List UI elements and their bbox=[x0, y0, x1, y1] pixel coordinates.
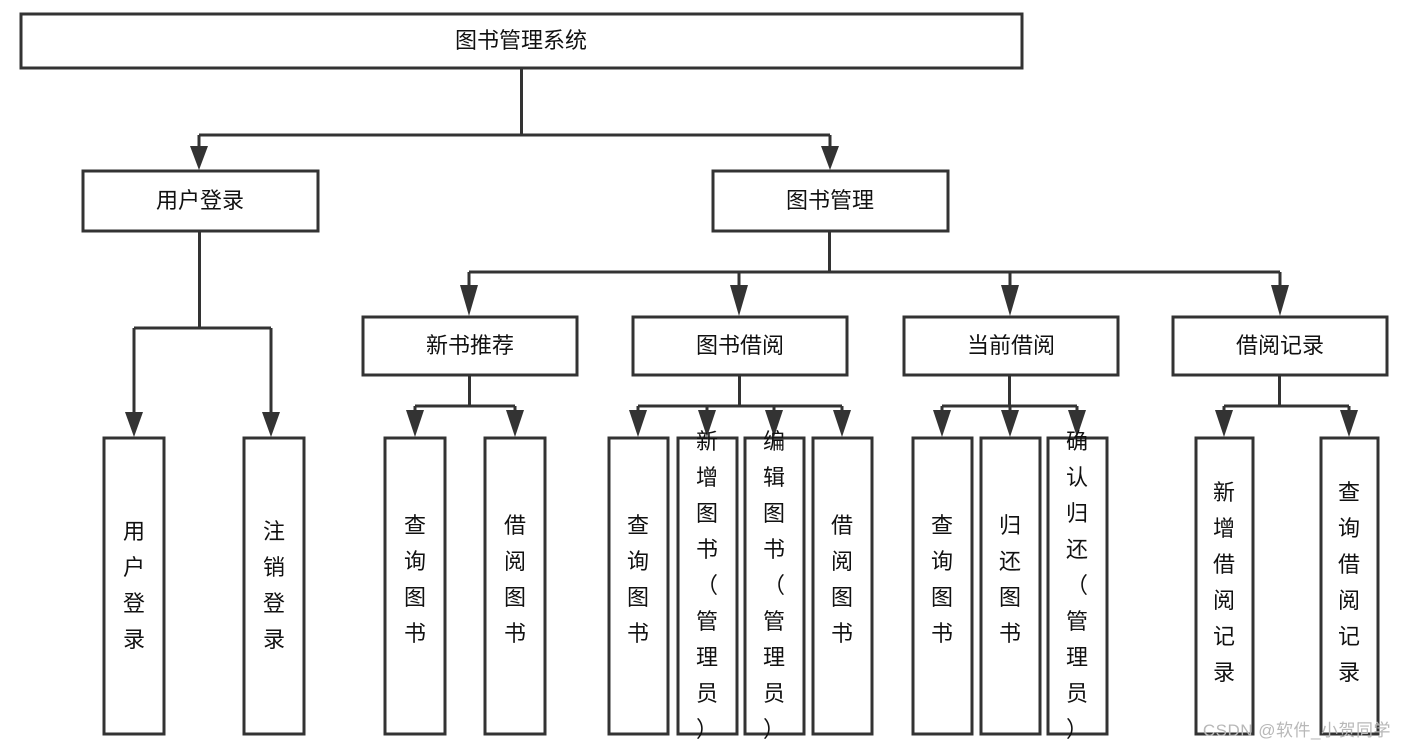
node-root[interactable]: 图书管理系统 bbox=[19, 12, 1024, 70]
node-leaf-rec-borrow[interactable]: 借阅图书 bbox=[483, 436, 547, 736]
arrow-to-leaf-borrow-edit bbox=[765, 410, 783, 437]
arrow-to-leaf-rec-query bbox=[406, 410, 424, 437]
node-leaf-user-login-box[interactable] bbox=[102, 436, 166, 736]
node-leaf-borrow-query[interactable]: 查询图书 bbox=[607, 436, 670, 736]
node-leaf-current-query-box[interactable] bbox=[911, 436, 974, 736]
arrow-to-leaf-rec-borrow bbox=[506, 410, 524, 437]
node-leaf-record-query-label: 查询借阅记录 bbox=[1338, 480, 1360, 685]
node-leaf-current-return[interactable]: 归还图书 bbox=[979, 436, 1042, 736]
node-leaf-rec-query-label: 查询图书 bbox=[404, 513, 426, 646]
arrow-to-leaf-current-query bbox=[933, 410, 951, 437]
node-leaf-user-logout[interactable]: 注销登录 bbox=[242, 436, 306, 736]
node-leaf-current-return-label: 归还图书 bbox=[999, 513, 1021, 646]
node-leaf-current-confirm-box[interactable] bbox=[1046, 436, 1109, 736]
node-borrow-record[interactable]: 借阅记录 bbox=[1171, 315, 1389, 377]
node-leaf-record-add-box[interactable] bbox=[1194, 436, 1255, 736]
node-leaf-borrow-lend-box[interactable] bbox=[811, 436, 874, 736]
node-leaf-record-add-label: 新增借阅记录 bbox=[1213, 480, 1235, 685]
node-new-book-rec[interactable]: 新书推荐 bbox=[361, 315, 579, 377]
node-borrow-record-box[interactable] bbox=[1171, 315, 1389, 377]
node-book-borrow[interactable]: 图书借阅 bbox=[631, 315, 849, 377]
node-current-borrow[interactable]: 当前借阅 bbox=[902, 315, 1120, 377]
arrow-to-leaf-record-add bbox=[1215, 410, 1233, 437]
node-leaf-borrow-add-box[interactable] bbox=[676, 436, 739, 736]
node-leaf-current-query[interactable]: 查询图书 bbox=[911, 436, 974, 736]
arrow-root-to-user-login bbox=[190, 146, 208, 170]
node-leaf-borrow-query-label: 查询图书 bbox=[627, 513, 649, 646]
node-leaf-user-login[interactable]: 用户登录 bbox=[102, 436, 166, 736]
node-leaf-user-logout-label: 注销登录 bbox=[263, 519, 285, 652]
node-leaf-rec-borrow-label: 借阅图书 bbox=[504, 513, 526, 646]
arrow-to-borrow-record bbox=[1271, 285, 1289, 316]
node-book-manage[interactable]: 图书管理 bbox=[711, 169, 950, 233]
arrow-to-leaf-record-query bbox=[1340, 410, 1358, 437]
arrow-to-leaf-borrow-add bbox=[698, 410, 716, 437]
node-leaf-borrow-add-label: 新增图书（管理员） bbox=[696, 429, 718, 742]
node-leaf-borrow-add[interactable]: 新增图书（管理员） bbox=[676, 429, 739, 742]
node-user-login-box[interactable] bbox=[81, 169, 320, 233]
node-root-label: 图书管理系统 bbox=[455, 28, 587, 53]
node-user-login-label: 用户登录 bbox=[156, 188, 244, 213]
node-leaf-record-query[interactable]: 查询借阅记录 bbox=[1319, 436, 1380, 736]
arrow-to-current-borrow bbox=[1001, 285, 1019, 316]
node-leaf-borrow-lend[interactable]: 借阅图书 bbox=[811, 436, 874, 736]
node-leaf-rec-query-box[interactable] bbox=[383, 436, 447, 736]
node-user-login[interactable]: 用户登录 bbox=[81, 169, 320, 233]
arrow-to-leaf-user-logout bbox=[262, 412, 280, 437]
node-book-borrow-box[interactable] bbox=[631, 315, 849, 377]
node-book-manage-box[interactable] bbox=[711, 169, 950, 233]
arrow-to-leaf-user-login bbox=[125, 412, 143, 437]
node-current-borrow-box[interactable] bbox=[902, 315, 1120, 377]
arrow-to-book-borrow bbox=[730, 285, 748, 316]
node-leaf-borrow-edit[interactable]: 编辑图书（管理员） bbox=[743, 429, 806, 742]
node-leaf-record-query-box[interactable] bbox=[1319, 436, 1380, 736]
node-leaf-user-logout-box[interactable] bbox=[242, 436, 306, 736]
node-leaf-borrow-edit-label: 编辑图书（管理员） bbox=[763, 429, 785, 742]
node-leaf-borrow-edit-box[interactable] bbox=[743, 436, 806, 736]
connector-layer bbox=[125, 68, 1358, 437]
arrow-to-leaf-current-confirm bbox=[1068, 410, 1086, 437]
arrow-to-leaf-current-return bbox=[1001, 410, 1019, 437]
arrow-to-new-book-rec bbox=[460, 285, 478, 316]
node-leaf-user-login-label: 用户登录 bbox=[123, 519, 145, 652]
node-leaf-borrow-lend-label: 借阅图书 bbox=[831, 513, 853, 646]
node-new-book-rec-label: 新书推荐 bbox=[426, 333, 514, 358]
node-new-book-rec-box[interactable] bbox=[361, 315, 579, 377]
node-leaf-rec-query[interactable]: 查询图书 bbox=[383, 436, 447, 736]
node-current-borrow-label: 当前借阅 bbox=[967, 333, 1055, 358]
node-root-box[interactable] bbox=[19, 12, 1024, 70]
node-leaf-current-confirm-label: 确认归还（管理员） bbox=[1066, 429, 1088, 742]
node-leaf-borrow-query-box[interactable] bbox=[607, 436, 670, 736]
node-leaf-record-add[interactable]: 新增借阅记录 bbox=[1194, 436, 1255, 736]
node-borrow-record-label: 借阅记录 bbox=[1236, 333, 1324, 358]
node-leaf-current-query-label: 查询图书 bbox=[931, 513, 953, 646]
arrow-to-leaf-borrow-query bbox=[629, 410, 647, 437]
arrow-root-to-book-manage bbox=[821, 146, 839, 170]
node-leaf-rec-borrow-box[interactable] bbox=[483, 436, 547, 736]
node-book-borrow-label: 图书借阅 bbox=[696, 333, 784, 358]
node-book-manage-label: 图书管理 bbox=[786, 188, 874, 213]
node-leaf-current-return-box[interactable] bbox=[979, 436, 1042, 736]
node-leaf-current-confirm[interactable]: 确认归还（管理员） bbox=[1046, 429, 1109, 742]
arrow-to-leaf-borrow-lend bbox=[833, 410, 851, 437]
